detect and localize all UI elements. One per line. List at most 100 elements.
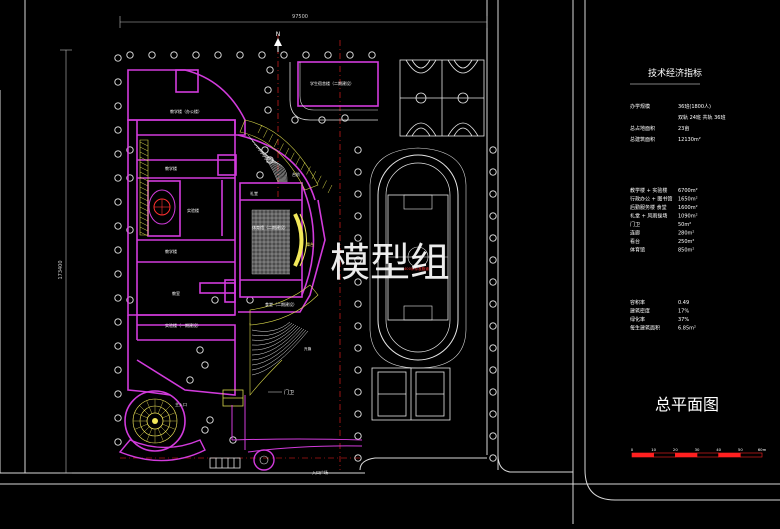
tree-icon: [368, 51, 376, 59]
scale-tick-label: 20: [673, 447, 678, 452]
label-gate: 门卫: [284, 389, 294, 396]
tree-icon: [214, 51, 222, 59]
tree-icon: [114, 246, 122, 254]
legend-value: 1600m²: [678, 205, 698, 211]
label-admin: 教学楼（办公楼）: [170, 108, 202, 114]
tree-icon: [114, 318, 122, 326]
legend-value: 0.49: [678, 300, 689, 306]
tree-icon: [489, 190, 497, 198]
legend-label: 门卫: [630, 221, 640, 228]
tree-icon: [256, 171, 264, 179]
legend-title: 技术经济指标: [648, 67, 702, 79]
tree-icon: [489, 300, 497, 308]
legend-value: 12130m²: [678, 137, 701, 143]
plaza-spokes: [133, 399, 177, 443]
legend-label: 办学规模: [630, 103, 650, 110]
scale-segment: [631, 452, 654, 458]
tree-icon: [489, 344, 497, 352]
tree-icon: [489, 212, 497, 220]
tree-icon: [170, 51, 178, 59]
tree-icon: [354, 168, 362, 176]
tree-icon: [114, 438, 122, 446]
label-canteen: 食堂（二期建设）: [265, 301, 297, 307]
label-plaza: 入口广场: [312, 469, 328, 475]
running-track: [369, 147, 467, 369]
tree-icon: [114, 294, 122, 302]
legend-label: 每生建筑面积: [630, 325, 660, 332]
tree-icon: [264, 106, 272, 114]
legend-label: 总建筑面积: [630, 136, 655, 143]
tree-icon: [201, 426, 209, 434]
seating-grid: [251, 209, 290, 275]
tree-icon: [236, 51, 244, 59]
label-entrance: 主入口: [175, 401, 187, 407]
tree-icon: [114, 366, 122, 374]
tree-icon: [266, 66, 274, 74]
legend-value: 双轨 24班 共轨 36班: [678, 114, 726, 121]
label-room3: 教学楼: [165, 248, 177, 254]
courtyard-feature: [148, 189, 176, 225]
tree-icon: [280, 51, 288, 59]
legend-label: 后勤服务楼 食堂: [630, 204, 667, 211]
curved-corridors: [139, 119, 319, 396]
tree-icon: [114, 414, 122, 422]
label-room5: 实验楼（一期建设）: [165, 322, 201, 328]
legend-value: 6.85m²: [678, 326, 696, 332]
tree-icon: [114, 270, 122, 278]
tree-icon: [354, 234, 362, 242]
watermark: 模型组: [330, 240, 450, 286]
legend-label: 礼堂 + 风雨操场: [630, 213, 667, 220]
tree-icon: [489, 256, 497, 264]
label-flag: 升旗: [304, 346, 312, 351]
scale-tick-label: 10: [651, 447, 656, 452]
scale-segment: [718, 452, 741, 458]
site-trees: [114, 51, 497, 462]
scale-segment: [740, 452, 763, 458]
tree-icon: [489, 454, 497, 462]
dimension-top-label: 97500: [292, 14, 308, 20]
tree-icon: [126, 146, 134, 154]
tree-icon: [192, 51, 200, 59]
tree-icon: [114, 54, 122, 62]
scale-tick-label: 0: [631, 447, 634, 452]
tree-icon: [211, 296, 219, 304]
legend-value: 250m²: [678, 239, 694, 245]
tree-icon: [148, 51, 156, 59]
dimension-left-label: 173400: [58, 260, 64, 279]
tree-icon: [186, 376, 194, 384]
tree-icon: [114, 102, 122, 110]
tree-icon: [354, 256, 362, 264]
label-room1: 教学楼: [165, 165, 177, 171]
tree-icon: [264, 86, 272, 94]
tree-icon: [302, 51, 310, 59]
tree-icon: [489, 278, 497, 286]
legend-value: 36班(1800人): [678, 103, 711, 110]
label-room2: 实验楼: [187, 207, 199, 213]
tree-icon: [114, 222, 122, 230]
scale-tick-label: 30: [695, 447, 700, 452]
entrance-ring: [253, 449, 275, 471]
tree-icon: [258, 51, 266, 59]
tree-icon: [489, 410, 497, 418]
tree-icon: [114, 342, 122, 350]
legend-value: 6700m²: [678, 188, 698, 194]
tree-icon: [489, 388, 497, 396]
tree-icon: [354, 322, 362, 330]
legend-label: 建筑密度: [630, 308, 650, 315]
tree-icon: [354, 212, 362, 220]
tree-icon: [354, 454, 362, 462]
legend-value: 1650m²: [678, 197, 698, 203]
label-field: 400米标准跑道: [404, 266, 429, 271]
tree-icon: [354, 388, 362, 396]
scale-tick-label: 50: [738, 447, 743, 452]
basketball-courts: [399, 59, 485, 137]
tree-icon: [354, 300, 362, 308]
tree-icon: [291, 116, 299, 124]
tree-icon: [114, 198, 122, 206]
tree-icon: [206, 416, 214, 424]
tree-icon: [489, 146, 497, 154]
